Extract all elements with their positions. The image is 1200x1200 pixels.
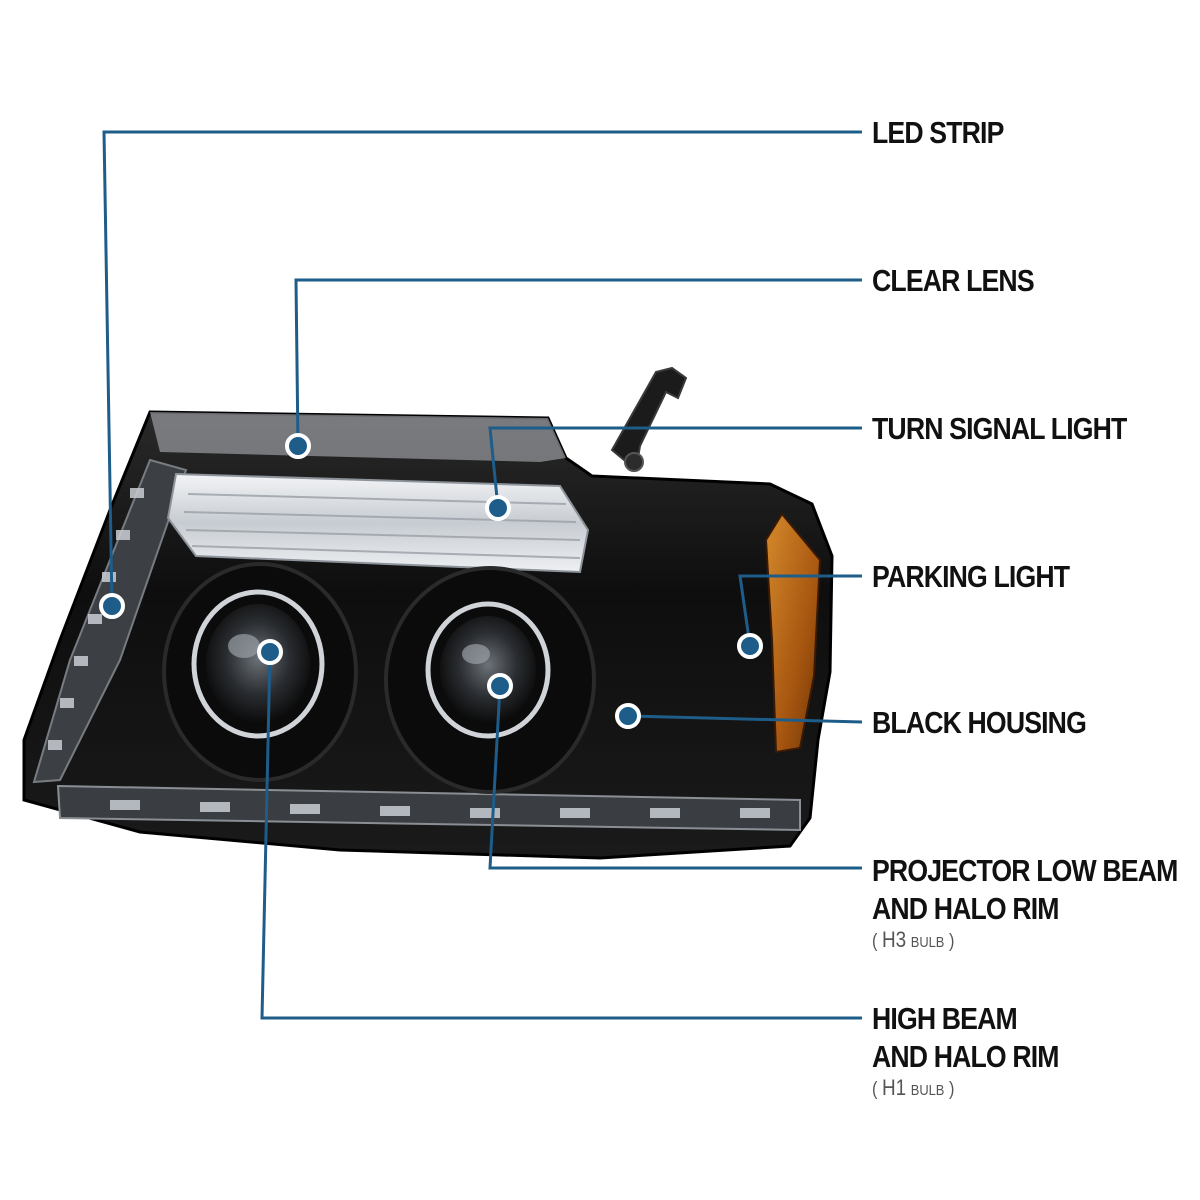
label-black-housing: BLACK HOUSING [872, 704, 1087, 742]
high-beam-projector [162, 562, 358, 782]
bulb-word: BULB [910, 1082, 945, 1099]
label-clear-lens: CLEAR LENS [872, 262, 1035, 300]
label-high-beam-line2: AND HALO RIM [872, 1039, 1060, 1074]
bulb-paren-open: ( [872, 1079, 878, 1100]
bulb-word: BULB [910, 934, 945, 951]
parking-light-lens [764, 512, 822, 754]
bulb-code: H3 [881, 927, 907, 952]
leader-projector-low-beam [488, 685, 862, 870]
marker-led-strip [99, 593, 125, 619]
marker-clear-lens [285, 433, 311, 459]
leader-lines [102, 130, 863, 1020]
marker-projector-low-beam [487, 673, 513, 699]
label-turn-signal: TURN SIGNAL LIGHT [872, 410, 1127, 448]
label-black-housing-text: BLACK HOUSING [872, 705, 1087, 740]
bulb-paren-close: ) [948, 931, 955, 952]
leader-black-housing [627, 714, 863, 724]
leader-parking-light [738, 574, 862, 647]
leader-turn-signal [488, 426, 862, 509]
label-parking-light: PARKING LIGHT [872, 558, 1070, 596]
label-high-beam-line1: HIGH BEAM [872, 1001, 1018, 1036]
marker-black-housing [615, 703, 641, 729]
label-projector-low-beam-line2: AND HALO RIM [872, 891, 1060, 926]
callout-markers [99, 433, 763, 729]
bulb-paren-open: ( [872, 931, 878, 952]
label-clear-lens-text: CLEAR LENS [872, 263, 1035, 298]
label-high-beam: HIGH BEAM AND HALO RIM ( H1 BULB ) [872, 1000, 1060, 1103]
label-turn-signal-text: TURN SIGNAL LIGHT [872, 411, 1127, 446]
mounting-bracket [610, 366, 688, 472]
label-high-beam-bulb: ( H1 BULB ) [872, 1076, 1059, 1103]
label-led-strip-text: LED STRIP [872, 115, 1004, 150]
label-parking-light-text: PARKING LIGHT [872, 559, 1070, 594]
label-led-strip: LED STRIP [872, 114, 1004, 152]
bulb-paren-close: ) [948, 1079, 955, 1100]
leader-high-beam [260, 651, 862, 1020]
label-projector-low-beam: PROJECTOR LOW BEAM AND HALO RIM ( H3 BUL… [872, 852, 1178, 955]
label-projector-low-beam-line1: PROJECTOR LOW BEAM [872, 853, 1178, 888]
leader-clear-lens [294, 278, 862, 447]
label-projector-low-beam-bulb: ( H3 BULB ) [872, 928, 1177, 955]
turn-signal-lens [166, 472, 590, 574]
leader-led-strip [102, 130, 862, 607]
marker-turn-signal [485, 495, 511, 521]
marker-high-beam [257, 639, 283, 665]
led-strip [32, 458, 801, 832]
marker-parking-light [737, 633, 763, 659]
bulb-code: H1 [881, 1075, 907, 1100]
